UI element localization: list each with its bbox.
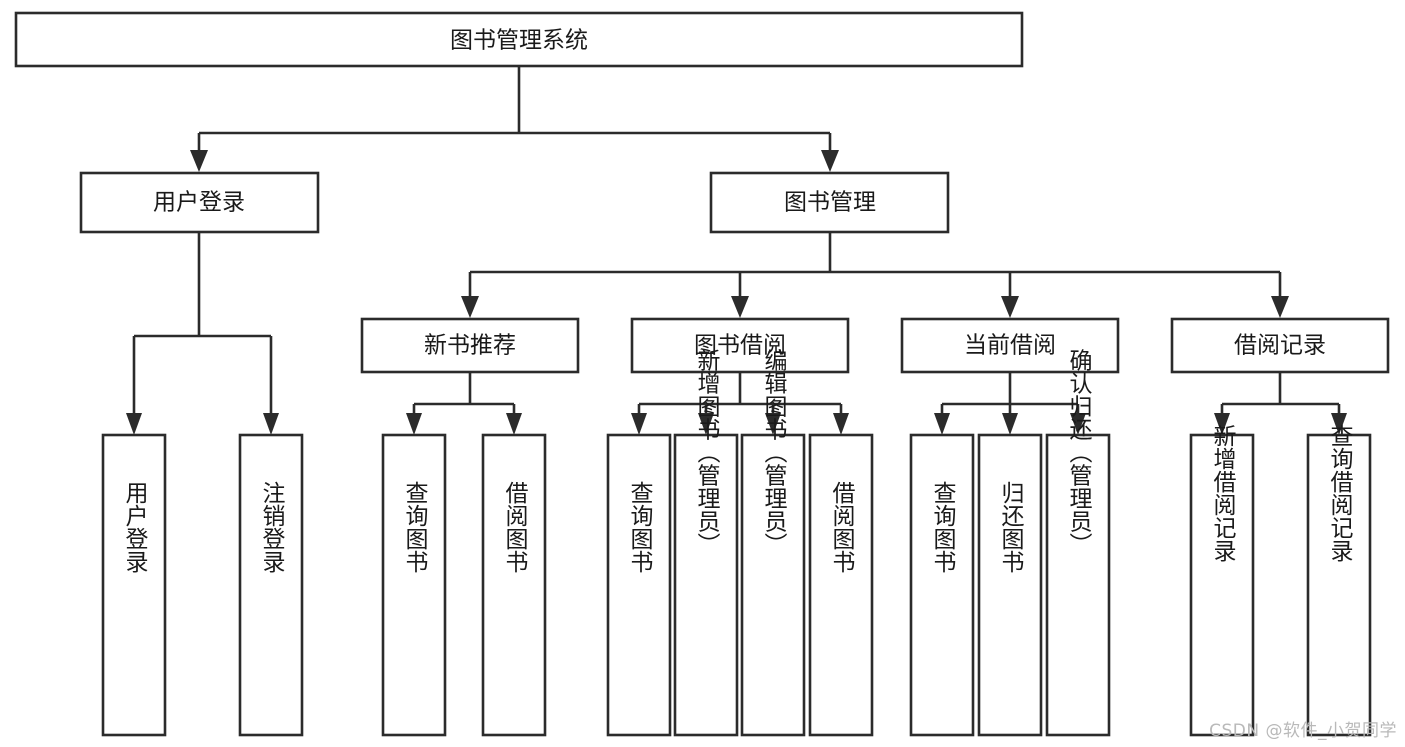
leaf-borrow-query-book-box [606, 433, 672, 737]
leaf-confirm-return-admin-box [1045, 433, 1111, 737]
node-book-borrow[interactable]: 图书借阅 [630, 317, 850, 374]
leaf-add-book-admin-box [673, 433, 739, 737]
leaf-current-query-book-box [909, 433, 975, 737]
connector-book-borrow-to-leaves [631, 372, 849, 435]
leaf-user-login-box [101, 433, 167, 737]
leaf-node[interactable]: 查询图书 [909, 433, 975, 737]
leaf-node[interactable]: 归还图书 [977, 433, 1043, 737]
leaf-confirm-return-admin-label: 确认归还（管理员） [1065, 349, 1093, 556]
connector-new-book-recommend-to-leaves [406, 372, 522, 435]
leaf-add-borrow-record-label: 新增借阅记录 [1209, 424, 1237, 562]
arrow-icon [1214, 413, 1230, 435]
leaf-node[interactable]: 编辑图书（管理员） [740, 349, 806, 737]
csdn-watermark: CSDN @软件_小贺同学 [1209, 721, 1397, 741]
leaf-node[interactable]: 借阅图书 [808, 433, 874, 737]
node-user-login-box [79, 171, 320, 234]
arrow-icon [731, 296, 749, 318]
leaf-recommend-query-book-box [381, 433, 447, 737]
arrow-icon [1070, 413, 1086, 435]
arrow-icon [506, 413, 522, 435]
arrow-icon [1331, 413, 1347, 435]
connector-current-borrow-to-leaves [934, 372, 1086, 435]
leaf-edit-book-admin-label: 编辑图书（管理员） [760, 349, 788, 556]
arrow-icon [126, 413, 142, 435]
node-borrow-record-label: 借阅记录 [1234, 333, 1326, 359]
leaf-node[interactable]: 用户登录 [101, 433, 167, 737]
node-new-book-recommend-box [360, 317, 580, 374]
leaf-borrow-book-box [808, 433, 874, 737]
node-book-manage-label: 图书管理 [784, 190, 876, 216]
leaf-node[interactable]: 确认归还（管理员） [1045, 349, 1111, 737]
leaf-query-borrow-record-box [1306, 433, 1372, 737]
leaf-node[interactable]: 查询图书 [381, 433, 447, 737]
arrow-icon [765, 413, 781, 435]
node-new-book-recommend-label: 新书推荐 [424, 333, 516, 359]
node-root-label: 图书管理系统 [450, 28, 588, 54]
leaf-add-book-admin-label: 新增图书（管理员） [693, 349, 721, 556]
arrow-icon [1002, 413, 1018, 435]
leaf-recommend-borrow-book-label: 借阅图书 [501, 481, 529, 573]
leaf-user-login-label: 用户登录 [121, 481, 149, 573]
node-root-box [14, 11, 1024, 68]
arrow-icon [934, 413, 950, 435]
leaf-node[interactable]: 新增图书（管理员） [673, 349, 739, 737]
leaf-node[interactable]: 查询图书 [606, 433, 672, 737]
leaf-node[interactable]: 注销登录 [238, 433, 304, 737]
leaf-borrow-query-book-label: 查询图书 [626, 481, 654, 573]
leaf-node[interactable]: 查询借阅记录 [1306, 424, 1372, 737]
leaf-current-query-book-label: 查询图书 [929, 481, 957, 573]
arrow-icon [1271, 296, 1289, 318]
connector-book-manage-to-level3 [461, 232, 1289, 318]
leaf-return-book-box [977, 433, 1043, 737]
arrow-icon [406, 413, 422, 435]
leaf-recommend-query-book-label: 查询图书 [401, 481, 429, 573]
connector-borrow-record-to-leaves [1214, 372, 1347, 435]
leaf-node[interactable]: 借阅图书 [481, 433, 547, 737]
node-root[interactable]: 图书管理系统 [14, 11, 1024, 68]
leaf-recommend-borrow-book-box [481, 433, 547, 737]
node-book-manage[interactable]: 图书管理 [709, 171, 950, 234]
node-user-login-label: 用户登录 [153, 190, 245, 216]
node-borrow-record-box [1170, 317, 1390, 374]
connector-user-login-to-leaves [126, 232, 279, 435]
leaf-return-book-label: 归还图书 [997, 481, 1025, 573]
leaf-logout-label: 注销登录 [258, 481, 286, 573]
node-new-book-recommend[interactable]: 新书推荐 [360, 317, 580, 374]
node-current-borrow-label: 当前借阅 [964, 333, 1056, 359]
connector-root-to-level2 [190, 66, 839, 172]
node-book-borrow-label: 图书借阅 [694, 333, 786, 359]
node-borrow-record[interactable]: 借阅记录 [1170, 317, 1390, 374]
arrow-icon [833, 413, 849, 435]
leaf-borrow-book-label: 借阅图书 [828, 481, 856, 573]
arrow-icon [631, 413, 647, 435]
leaf-add-borrow-record-box [1189, 433, 1255, 737]
leaf-node[interactable]: 新增借阅记录 [1189, 424, 1255, 737]
arrow-icon [461, 296, 479, 318]
node-user-login[interactable]: 用户登录 [79, 171, 320, 234]
leaf-logout-box [238, 433, 304, 737]
arrow-icon [821, 150, 839, 172]
leaf-edit-book-admin-box [740, 433, 806, 737]
arrow-icon [263, 413, 279, 435]
leaf-query-borrow-record-label: 查询借阅记录 [1326, 424, 1354, 562]
arrow-icon [698, 413, 714, 435]
arrow-icon [190, 150, 208, 172]
arrow-icon [1001, 296, 1019, 318]
